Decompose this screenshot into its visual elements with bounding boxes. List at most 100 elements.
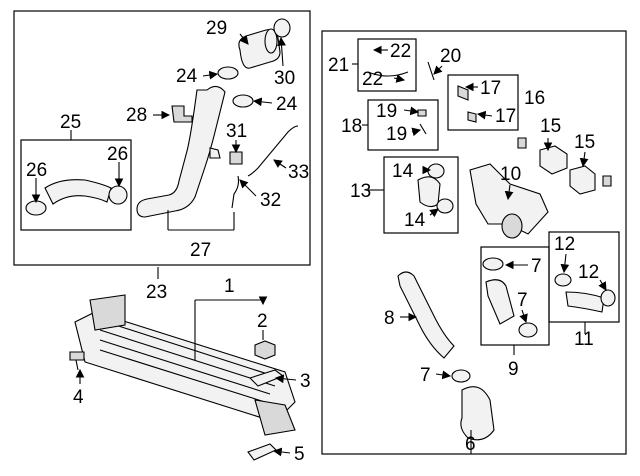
clamp-17-lower bbox=[467, 111, 477, 123]
callout-24a: 24 bbox=[176, 66, 198, 87]
callout-10: 10 bbox=[500, 164, 521, 185]
clamp-7-lower bbox=[451, 369, 471, 383]
leader-30 bbox=[277, 36, 286, 67]
leader-24b bbox=[252, 97, 273, 107]
callout-2: 2 bbox=[257, 311, 268, 332]
nut-2 bbox=[254, 340, 276, 360]
bracket-28 bbox=[171, 105, 193, 123]
callout-4: 4 bbox=[73, 387, 84, 408]
intercooler-tank-left bbox=[89, 294, 126, 331]
callout-27: 27 bbox=[190, 240, 211, 261]
leader-33 bbox=[273, 159, 287, 169]
callout-26a: 26 bbox=[26, 160, 47, 181]
hose-21 bbox=[367, 71, 409, 77]
leader-3 bbox=[274, 374, 297, 384]
leader-7b bbox=[519, 309, 528, 324]
callout-15a: 15 bbox=[540, 116, 561, 137]
leader-17b bbox=[476, 110, 493, 120]
callout-20: 20 bbox=[440, 46, 461, 67]
callout-14b: 14 bbox=[404, 210, 426, 231]
callout-15b: 15 bbox=[574, 132, 595, 153]
callout-14a: 14 bbox=[392, 161, 414, 182]
clamp-12-left bbox=[554, 273, 572, 287]
clamp-7-upper bbox=[482, 257, 504, 271]
leader-24a bbox=[202, 70, 219, 80]
clamp-14-lower bbox=[436, 198, 454, 214]
hose-set-box-21 bbox=[357, 38, 417, 92]
callout-17b: 17 bbox=[495, 106, 516, 127]
leader-7c bbox=[435, 370, 452, 380]
callout-29: 29 bbox=[206, 18, 227, 39]
callout-18: 18 bbox=[341, 116, 362, 137]
leader-14b bbox=[429, 208, 439, 218]
valve-15-right bbox=[569, 165, 596, 195]
callout-7a: 7 bbox=[531, 256, 542, 277]
callout-25: 25 bbox=[60, 112, 81, 133]
clamp-set-box-16 bbox=[447, 74, 519, 131]
callout-1: 1 bbox=[224, 276, 235, 297]
bolt-4 bbox=[69, 351, 85, 371]
callout-19b: 19 bbox=[386, 124, 407, 145]
upper-left-group-box bbox=[13, 10, 311, 266]
callout-19a: 19 bbox=[376, 101, 397, 122]
leader-27 bbox=[167, 210, 235, 231]
intercooler-pipe-8 bbox=[397, 271, 455, 359]
callout-6: 6 bbox=[465, 434, 476, 455]
callout-13: 13 bbox=[350, 181, 371, 202]
callout-22a: 22 bbox=[390, 41, 411, 62]
leader-29 bbox=[239, 33, 249, 45]
callout-26b: 26 bbox=[107, 144, 128, 165]
hose-11 bbox=[565, 291, 605, 313]
leader-32 bbox=[239, 179, 257, 197]
callout-7c: 7 bbox=[420, 365, 431, 386]
clamp-24-lower bbox=[232, 94, 254, 108]
callout-33: 33 bbox=[288, 162, 309, 183]
clamp-17-upper bbox=[457, 85, 469, 101]
callout-22b: 22 bbox=[362, 69, 383, 90]
callout-8: 8 bbox=[384, 308, 395, 329]
hose-6 bbox=[460, 386, 495, 441]
clamp-7-middle bbox=[518, 322, 538, 338]
bracket-5 bbox=[247, 443, 277, 461]
vacuum-hose-33 bbox=[247, 125, 299, 177]
leader-12a bbox=[560, 253, 570, 274]
clamp-set-box-25 bbox=[20, 139, 132, 231]
leader-1 bbox=[194, 300, 263, 360]
hose-25 bbox=[44, 179, 112, 205]
callout-12b: 12 bbox=[578, 262, 599, 283]
callout-17a: 17 bbox=[480, 78, 501, 99]
right-group-box bbox=[321, 30, 627, 455]
callout-7b: 7 bbox=[517, 290, 528, 311]
leader-5 bbox=[272, 447, 291, 457]
hose-set-box-13 bbox=[383, 156, 459, 234]
callout-30: 30 bbox=[274, 68, 295, 89]
callout-28: 28 bbox=[126, 105, 147, 126]
callout-9: 9 bbox=[508, 359, 519, 380]
callout-21: 21 bbox=[328, 55, 349, 76]
leader-10 bbox=[504, 184, 514, 201]
hose-14 bbox=[417, 176, 441, 208]
callout-24b: 24 bbox=[276, 94, 298, 115]
clamp-12-right bbox=[600, 289, 616, 307]
leader-19b bbox=[411, 127, 422, 137]
clamp-30 bbox=[273, 18, 291, 38]
callout-11: 11 bbox=[574, 329, 594, 350]
vacuum-hose-32 bbox=[231, 175, 240, 209]
hose-9 bbox=[485, 279, 515, 325]
callout-12a: 12 bbox=[554, 234, 575, 255]
callout-16: 16 bbox=[524, 88, 545, 109]
bolt-15a bbox=[517, 137, 527, 149]
housing-port bbox=[501, 213, 523, 239]
callout-3: 3 bbox=[300, 371, 311, 392]
pipe-bracket bbox=[209, 147, 221, 159]
clamp-24-upper bbox=[217, 66, 239, 80]
leader-20 bbox=[433, 65, 443, 75]
clamp-26-right bbox=[108, 185, 128, 205]
intercooler-pipe-27 bbox=[136, 85, 226, 218]
intercooler-tank-right bbox=[254, 399, 296, 436]
callout-5: 5 bbox=[294, 444, 305, 465]
leader-12b bbox=[598, 279, 607, 291]
callout-32: 32 bbox=[260, 190, 281, 211]
